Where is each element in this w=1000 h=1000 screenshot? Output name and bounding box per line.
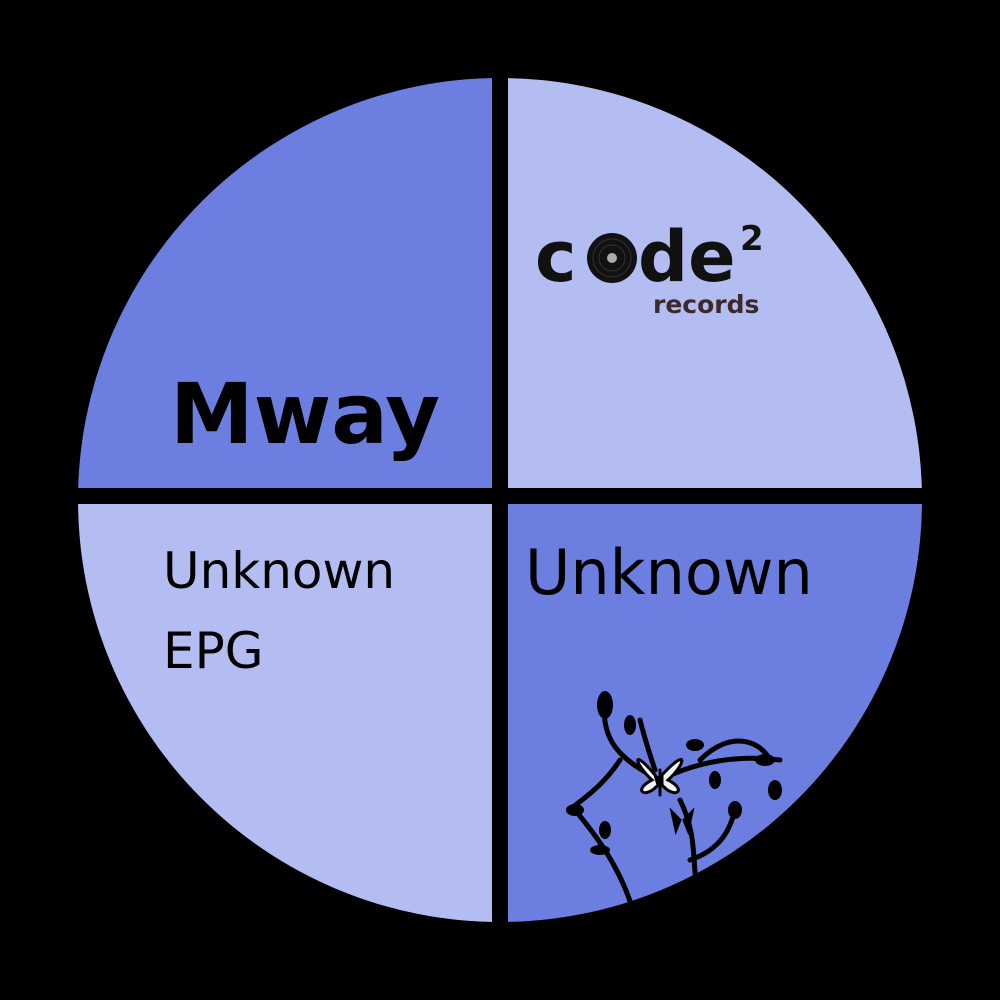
butterfly-icon: [636, 757, 684, 797]
logo-de: de: [638, 216, 736, 298]
logo: c de 2 records: [535, 216, 764, 319]
side-text-1: Unknown: [163, 542, 395, 600]
title-text: Mway: [170, 365, 440, 463]
side-text-2: EPG: [163, 622, 264, 680]
floral-butterfly-icon: [566, 691, 783, 922]
logo-superscript: 2: [740, 219, 764, 259]
butterfly-small-icon: [669, 807, 695, 836]
logo-sub: records: [653, 290, 759, 319]
artist-text: Unknown: [525, 536, 813, 609]
logo-c: c: [535, 216, 577, 298]
vinyl-record-icon: [587, 233, 637, 283]
